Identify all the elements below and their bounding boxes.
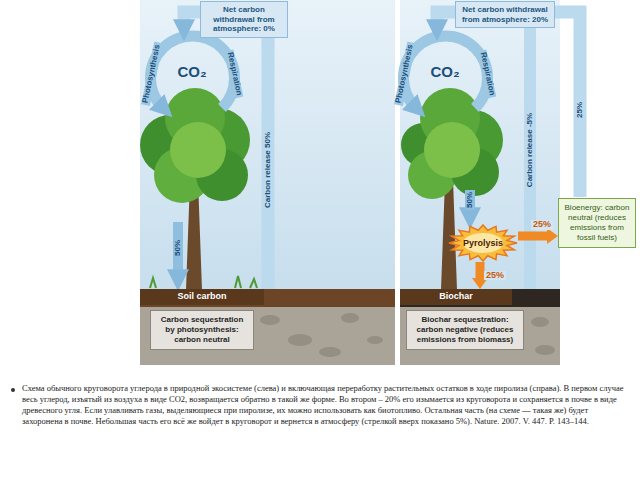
figure-caption: Схема обычного круговорота углерода в пр…: [22, 383, 630, 427]
pyrolysis-burst: Pyrolysis: [448, 224, 518, 262]
tree-canopy: [401, 88, 503, 199]
bioenergy-box: Bioenergy: carbon neutral (reduces emiss…: [558, 198, 636, 248]
node-label: Net carbon withdrawal from atmosphere: 0…: [205, 5, 283, 34]
sequestration-box: Biochar sequestration: carbon negative (…: [406, 310, 524, 350]
node-label: Biochar sequestration: carbon negative (…: [411, 315, 519, 345]
burst-outline: [449, 225, 517, 261]
return-arrow: [184, 12, 268, 289]
down-arrow: [173, 222, 183, 278]
biochar-band: Biochar: [400, 289, 512, 305]
grass: [150, 276, 257, 288]
leaf-mass: [408, 151, 456, 199]
arrow-label: Respiration: [225, 50, 244, 99]
leaf-mass: [165, 88, 225, 148]
leaf-mass: [420, 88, 480, 148]
edge-label: 25%: [531, 220, 553, 230]
leaf-mass: [170, 122, 226, 178]
withdrawal-box: Net carbon withdrawal from atmosphere: 0…: [200, 1, 288, 38]
leaf-mass: [186, 108, 250, 172]
arrow-label: Photosynthesis: [141, 42, 163, 106]
node-label: Carbon sequestration by photosynthesis: …: [155, 315, 249, 345]
stone: [535, 345, 555, 355]
leaf-mass: [154, 147, 210, 203]
leaf-mass: [443, 110, 503, 170]
percent-label: 50%: [174, 238, 183, 258]
rock-texture: [531, 317, 555, 355]
node-label: Biochar: [406, 291, 506, 302]
bullet-dot: [11, 388, 15, 392]
arrow-head: [547, 228, 558, 244]
arrow-label: Carbon release -5%: [526, 111, 535, 189]
stone: [367, 336, 383, 344]
ground-rock: [140, 289, 395, 365]
leaf-mass: [401, 123, 445, 167]
tree-canopy: [140, 88, 250, 203]
percent-label: 50%: [466, 190, 475, 210]
arrow-label: Carbon release 50%: [264, 130, 273, 210]
flow-arrow: [518, 228, 558, 244]
tree-trunk: [441, 180, 457, 290]
sequestration-box: Carbon sequestration by photosynthesis: …: [150, 310, 254, 350]
node-label: Soil carbon: [146, 291, 258, 302]
formula-label: CO₂: [428, 64, 461, 81]
rock-texture: [260, 313, 383, 357]
soil-band: Soil carbon: [140, 289, 264, 305]
biochar-strip: [400, 289, 560, 307]
soil-strip: [140, 289, 395, 307]
formula-label: CO₂: [175, 64, 208, 81]
edge-label: 25%: [484, 271, 506, 281]
leaf-mass: [140, 115, 200, 175]
return-arrow: [437, 12, 580, 197]
stone: [260, 315, 280, 325]
stone: [341, 313, 359, 323]
arrow-label: Respiration: [478, 50, 497, 99]
stone: [288, 334, 312, 346]
percent-label: 25%: [576, 100, 585, 120]
tree-trunk: [186, 180, 202, 290]
ground-rock: [400, 289, 560, 365]
sky-panel: [400, 0, 560, 290]
node-label: Net carbon withdrawal from atmosphere: 2…: [460, 5, 550, 24]
release-arrow: [524, 14, 536, 289]
cycle-arrow: [404, 36, 488, 108]
burst-core: [463, 233, 503, 253]
cycle-arrow: [151, 36, 235, 108]
leaf-mass: [424, 122, 480, 178]
sky-panel: [140, 0, 395, 290]
arrow-shaft: [518, 232, 548, 241]
leaf-mass: [196, 149, 248, 201]
leaf-mass: [451, 148, 499, 196]
arrow-label: Photosynthesis: [394, 42, 416, 106]
node-label: Pyrolysis: [463, 238, 503, 248]
stone: [319, 347, 341, 357]
node-label: Bioenergy: carbon neutral (reduces emiss…: [563, 203, 631, 243]
down-arrow: [465, 190, 475, 216]
stone: [531, 317, 549, 327]
withdrawal-box: Net carbon withdrawal from atmosphere: 2…: [455, 1, 555, 28]
